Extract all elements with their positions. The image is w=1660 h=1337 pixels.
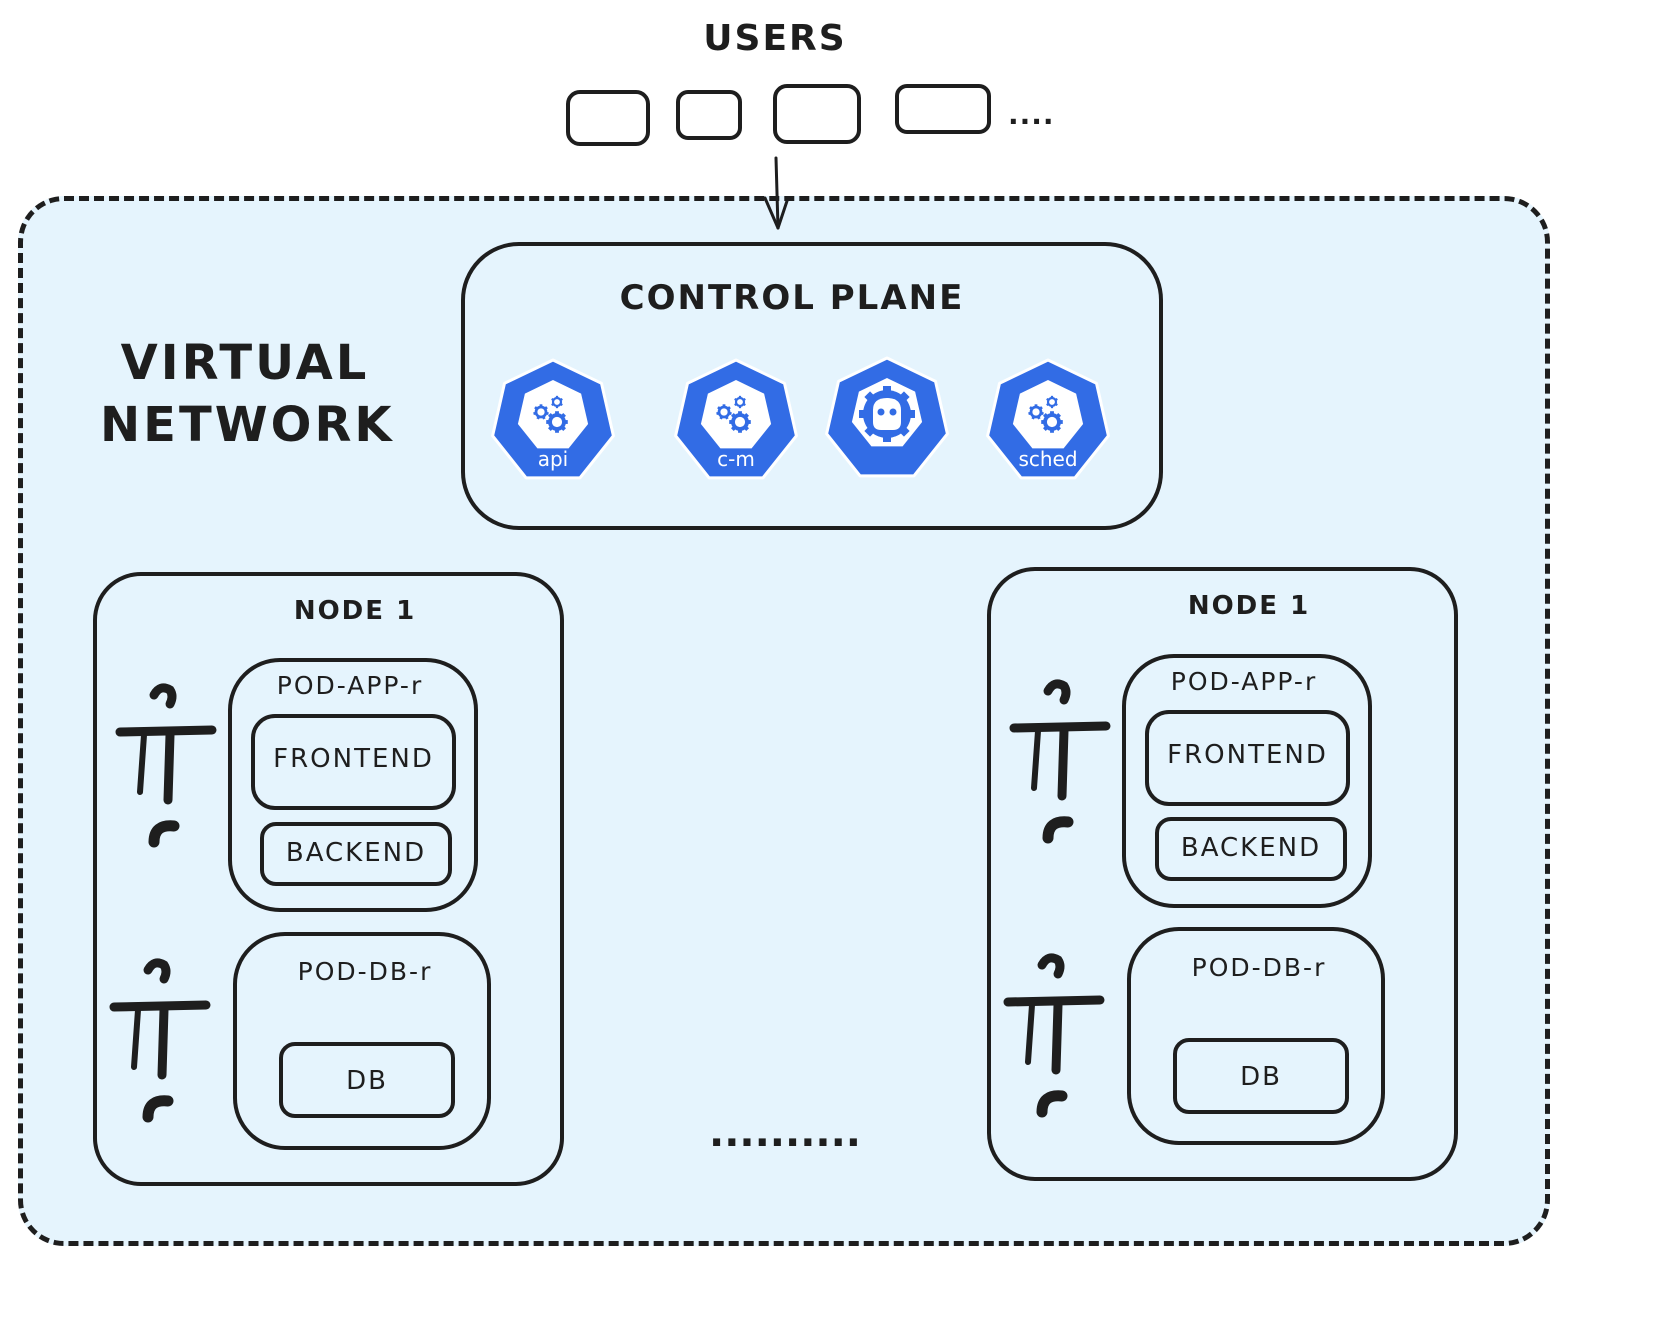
pod-db-title-2: POD-DB-r xyxy=(1191,953,1327,982)
virtual-network-label-line1: VIRTUAL xyxy=(120,335,370,391)
container-db-1: DB xyxy=(279,1042,455,1118)
container-backend-label-2: BACKEND xyxy=(1180,833,1322,863)
container-frontend-2: FRONTEND xyxy=(1145,710,1350,806)
container-db-2: DB xyxy=(1173,1038,1349,1114)
kube-controller-manager-icon: c-m xyxy=(674,358,798,480)
container-db-label-2: DB xyxy=(1240,1062,1282,1092)
container-backend-2: BACKEND xyxy=(1155,817,1347,881)
pod-db-box-1 xyxy=(233,932,491,1150)
pod-network-glyph-icon xyxy=(1009,679,1111,844)
control-plane-component-label: c-m xyxy=(717,447,755,471)
container-frontend-label-2: FRONTEND xyxy=(1167,740,1328,770)
pod-app-box-2 xyxy=(1122,654,1372,908)
container-frontend-label-1: FRONTEND xyxy=(273,744,434,774)
user-client-4 xyxy=(895,84,991,134)
container-backend-label-1: BACKEND xyxy=(285,838,427,868)
node-title-1: NODE 1 xyxy=(293,596,417,626)
container-backend-1: BACKEND xyxy=(260,822,452,886)
more-nodes-indicator: .......... xyxy=(709,1110,861,1156)
virtual-network-label: VIRTUAL NETWORK xyxy=(100,332,395,456)
control-plane-component-label: sched xyxy=(1018,447,1077,471)
pod-db-box-2 xyxy=(1127,927,1385,1145)
pod-app-box-1 xyxy=(228,658,478,912)
pod-db-title-1: POD-DB-r xyxy=(297,957,433,986)
container-frontend-1: FRONTEND xyxy=(251,714,456,810)
node-box-1 xyxy=(93,572,564,1186)
control-plane-box xyxy=(461,242,1163,530)
container-db-label-1: DB xyxy=(346,1066,388,1096)
more-users-indicator: .... xyxy=(1008,98,1055,131)
control-plane-component-label: api xyxy=(538,447,569,471)
control-plane-title: CONTROL PLANE xyxy=(619,278,965,318)
pod-network-glyph-icon xyxy=(115,683,217,848)
pod-network-glyph-icon xyxy=(109,958,211,1123)
pod-app-title-1: POD-APP-r xyxy=(276,671,424,700)
user-client-2 xyxy=(676,90,742,140)
etcd-icon xyxy=(825,356,949,478)
kube-scheduler-icon: sched xyxy=(986,358,1110,480)
virtual-network-label-line2: NETWORK xyxy=(100,397,395,453)
node-box-2 xyxy=(987,567,1458,1181)
pod-app-title-2: POD-APP-r xyxy=(1170,667,1318,696)
kube-apiserver-icon: api xyxy=(491,358,615,480)
user-client-3 xyxy=(773,84,861,144)
users-title: USERS xyxy=(703,18,847,59)
pod-network-glyph-icon xyxy=(1003,953,1105,1118)
user-client-1 xyxy=(566,90,650,146)
users-to-control-plane-arrow xyxy=(763,156,790,230)
node-title-2: NODE 1 xyxy=(1187,591,1311,621)
